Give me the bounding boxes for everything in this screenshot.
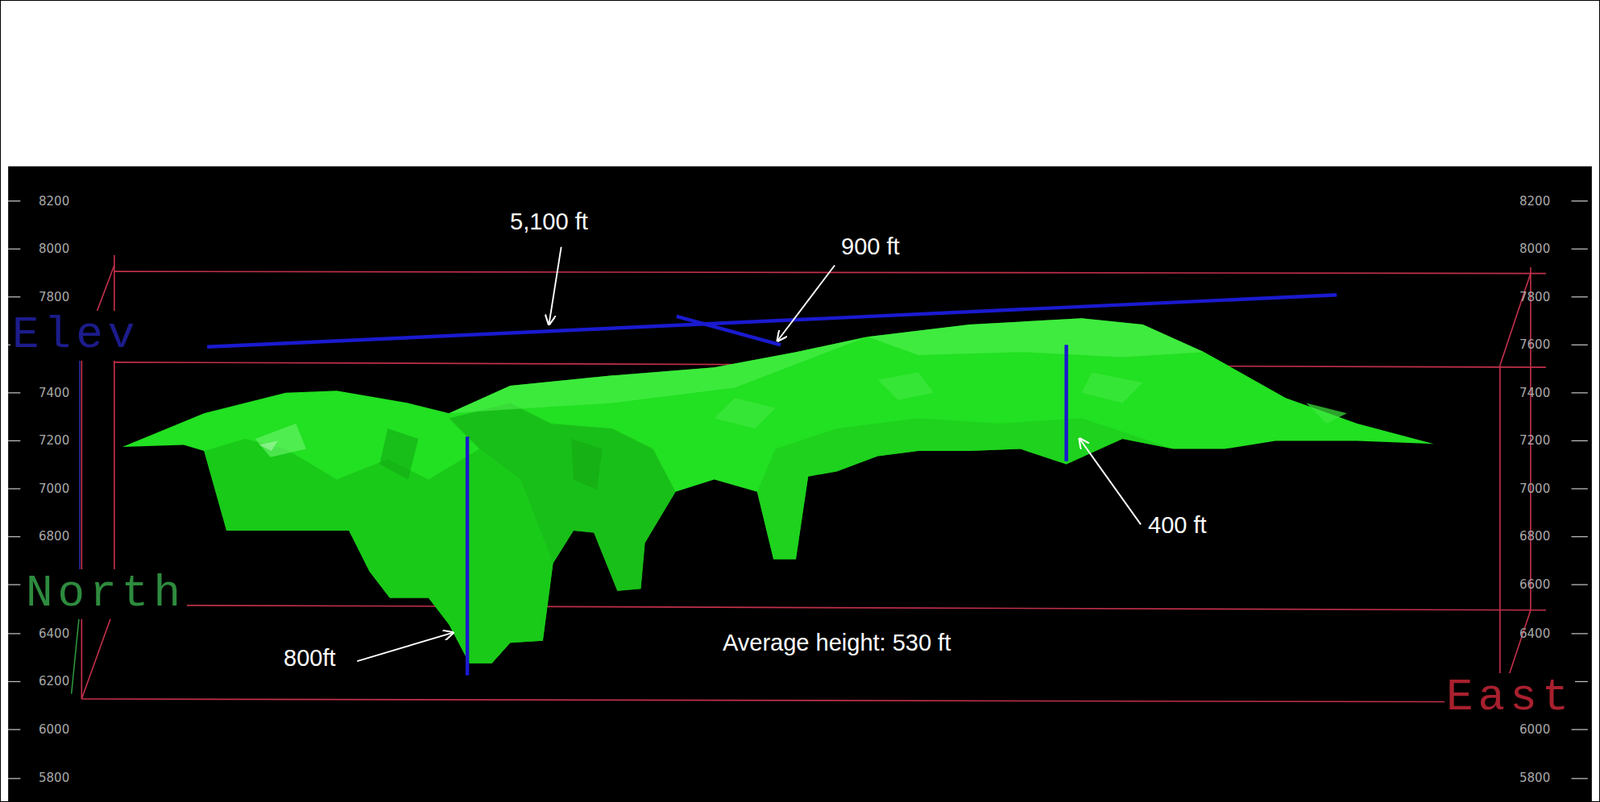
axis-tick-label: 7800 (1519, 290, 1551, 305)
axis-label: East (1444, 673, 1576, 724)
axis-tick-label: 8200 (1519, 194, 1551, 209)
axis-tick-label: 6600 (1519, 578, 1551, 593)
axis-label: North (24, 569, 187, 620)
dimension-callout: 800ft (283, 646, 336, 672)
axis-label: Elev (10, 310, 141, 361)
axis-tick-label: 7200 (1519, 434, 1551, 448)
axis-tick-label: 7400 (38, 386, 70, 401)
drillhole-traces (207, 294, 1337, 676)
axis-tick-label: 8000 (1519, 242, 1551, 257)
axis-tick-label: 6800 (38, 530, 70, 544)
dimension-callout: 900 ft (841, 234, 900, 261)
axis-tick-label: 7000 (1519, 482, 1551, 497)
axis-tick-label: 7000 (38, 482, 70, 497)
axis-tick-label: 8200 (38, 194, 70, 209)
dimension-callout: 400 ft (1148, 513, 1207, 539)
axis-line (71, 612, 80, 694)
axis-tick-label: 6400 (38, 627, 70, 642)
view-panel (8, 166, 1592, 802)
axis-tick-label: 6200 (38, 675, 70, 689)
axis-tick-label: 6400 (1519, 627, 1551, 642)
axis-ticks (8, 201, 1588, 780)
bounding-box-lines (81, 255, 1547, 703)
axis-tick-label: 7400 (1519, 386, 1551, 401)
axis-tick-label: 8000 (38, 242, 70, 257)
axis-tick-label: 6000 (1519, 723, 1551, 738)
dimension-callout: 5,100 ft (509, 209, 589, 236)
axis-tick-label: 7200 (38, 434, 70, 448)
ore-body-model (122, 318, 1435, 664)
axis-tick-label: 6000 (38, 723, 70, 738)
axis-tick-label: 6800 (1519, 530, 1551, 544)
note: Average height: 530 ft (722, 630, 951, 657)
leader-lines (356, 247, 1141, 662)
axis-tick-label: 5800 (1519, 771, 1551, 786)
axis-tick-label: 5800 (38, 771, 70, 786)
axis-tick-label: 7600 (1519, 338, 1551, 353)
axis-tick-label: 7800 (38, 290, 70, 305)
